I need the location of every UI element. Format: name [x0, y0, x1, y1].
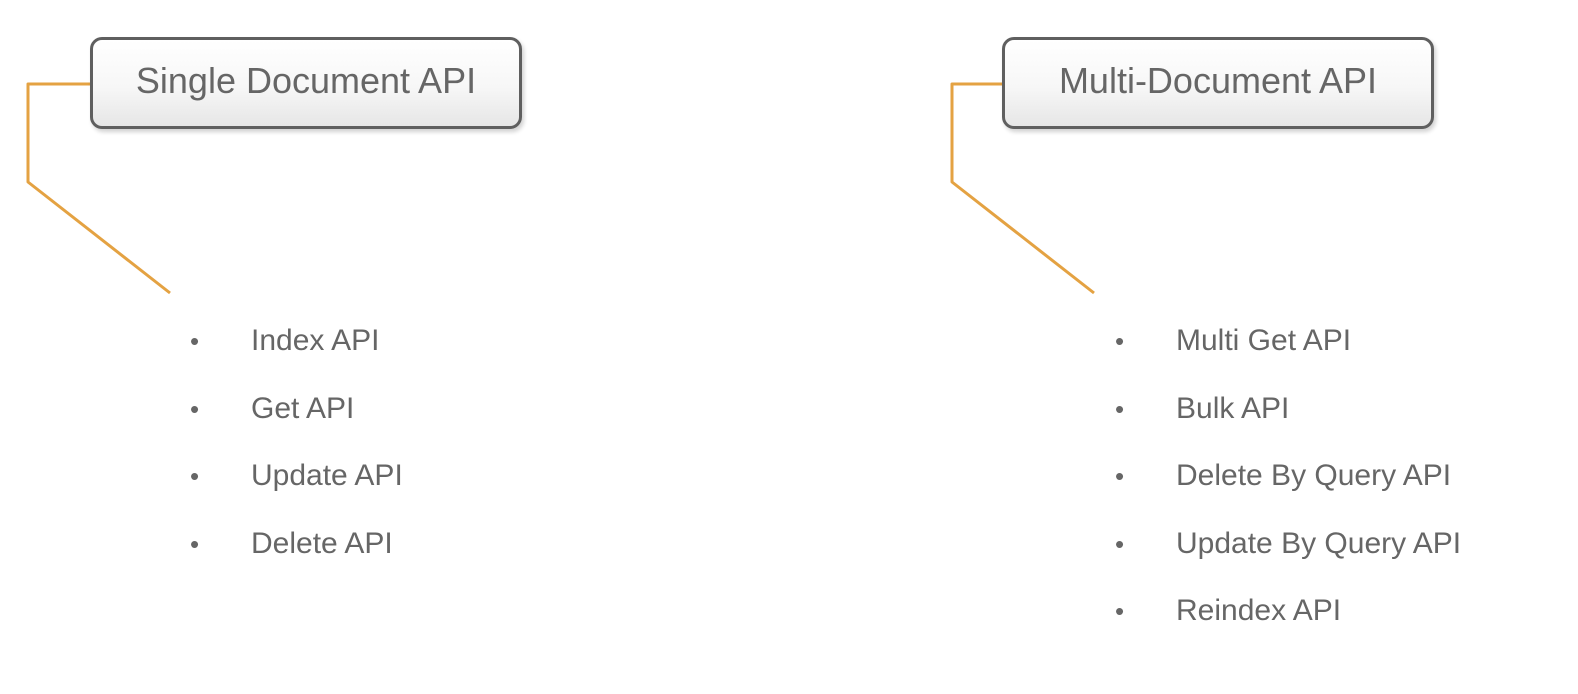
list-item-multi-get-api: • Multi Get API: [1115, 321, 1461, 389]
list-item-update-by-query-api: • Update By Query API: [1115, 524, 1461, 592]
bullet-icon: •: [190, 326, 200, 356]
list-item-label: Delete API: [251, 526, 393, 560]
multi-document-api-box: Multi-Document API: [1002, 37, 1434, 129]
list-item-label: Reindex API: [1176, 594, 1342, 627]
list-item-index-api: • Index API: [190, 321, 403, 389]
list-item-label: Delete By Query API: [1176, 459, 1452, 492]
bullet-icon: •: [190, 461, 200, 491]
bullet-icon: •: [1115, 393, 1125, 424]
list-item-label: Get API: [251, 391, 355, 425]
list-item-label: Index API: [251, 324, 380, 357]
multi-document-api-list: • Multi Get API • Bulk API • Delete By Q…: [1115, 321, 1461, 659]
list-item-update-api: • Update API: [190, 456, 403, 524]
connector-line-single: [26, 82, 171, 295]
list-item-get-api: • Get API: [190, 389, 403, 457]
list-item-delete-api: • Delete API: [190, 524, 403, 592]
list-item-label: Update By Query API: [1176, 526, 1462, 560]
bullet-icon: •: [1115, 528, 1125, 559]
list-item-reindex-api: • Reindex API: [1115, 591, 1461, 659]
list-item-delete-by-query-api: • Delete By Query API: [1115, 456, 1461, 524]
list-item-label: Update API: [251, 459, 403, 492]
multi-document-api-title: Multi-Document API: [1058, 60, 1378, 101]
bullet-icon: •: [1115, 326, 1125, 356]
list-item-label: Multi Get API: [1176, 324, 1352, 357]
list-item-label: Bulk API: [1176, 391, 1290, 425]
connector-line-multi: [950, 82, 1095, 295]
bullet-icon: •: [1115, 596, 1125, 626]
bullet-icon: •: [190, 528, 200, 559]
single-document-api-list: • Index API • Get API • Update API • Del…: [190, 321, 403, 591]
list-item-bulk-api: • Bulk API: [1115, 389, 1461, 457]
bullet-icon: •: [1115, 461, 1125, 491]
bullet-icon: •: [190, 393, 200, 424]
single-document-api-box: Single Document API: [90, 37, 522, 129]
single-document-api-title: Single Document API: [135, 60, 477, 101]
